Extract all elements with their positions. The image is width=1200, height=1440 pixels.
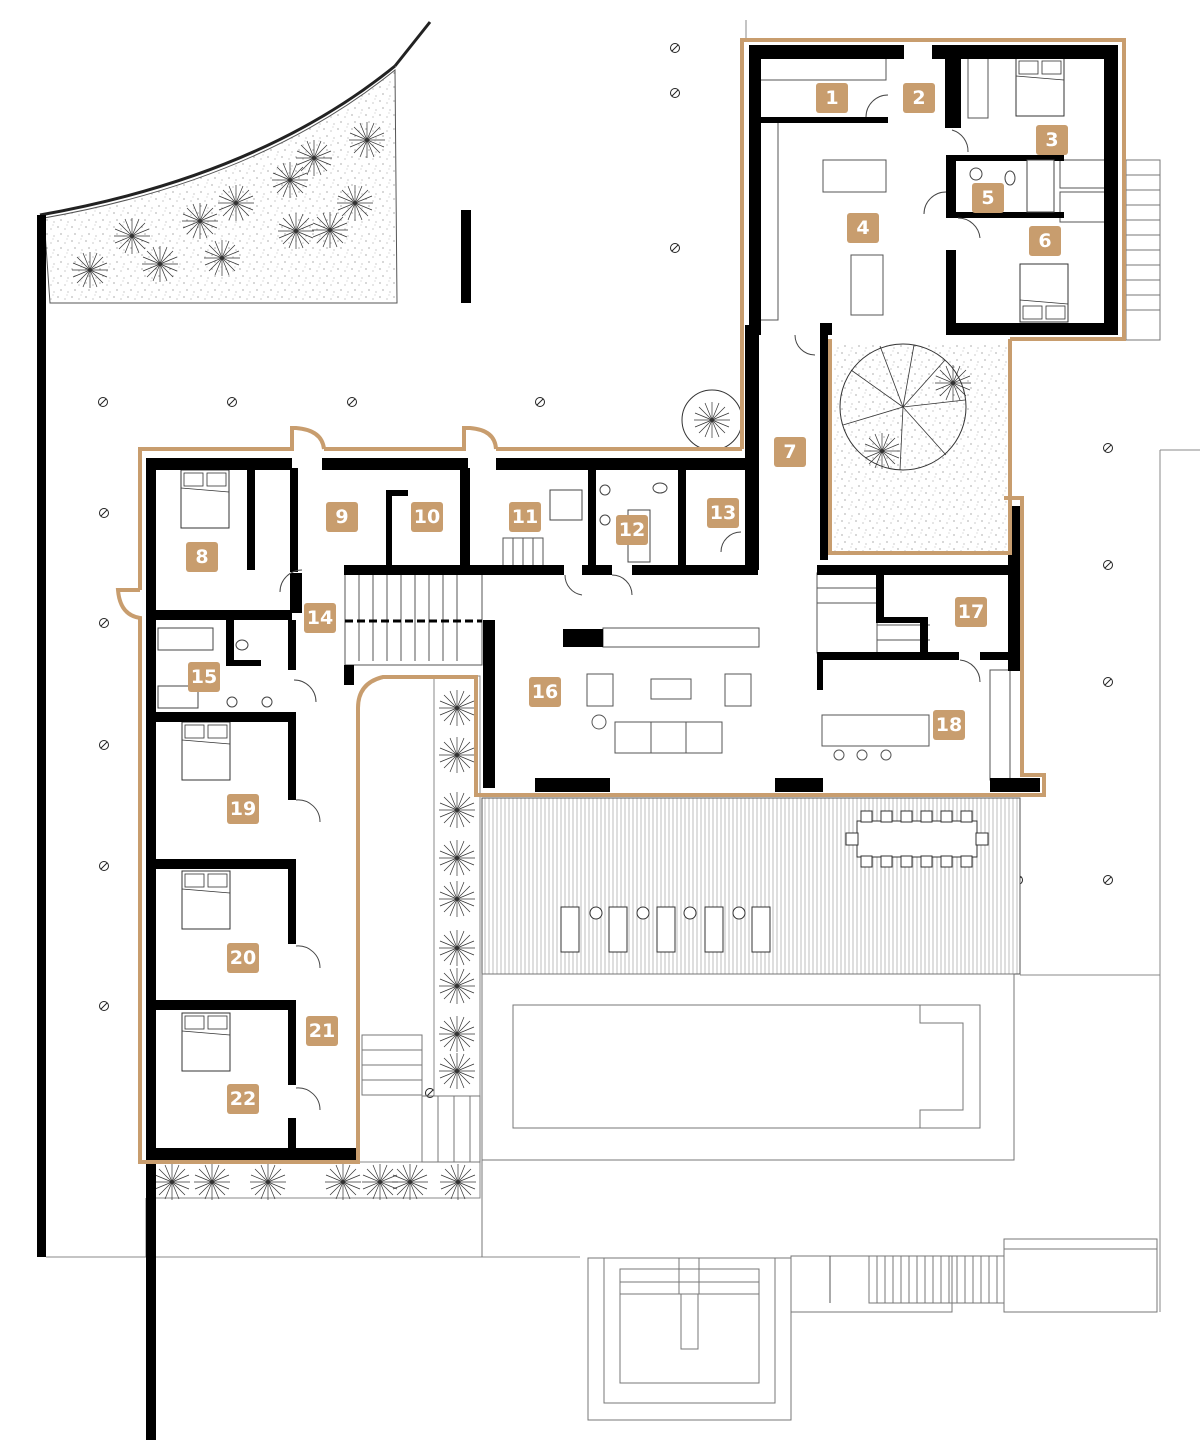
room-badge-5: 5 bbox=[972, 183, 1004, 213]
free-standing-wall bbox=[461, 210, 471, 303]
room-badge-17: 17 bbox=[955, 597, 987, 627]
room-badge-14: 14 bbox=[304, 603, 336, 633]
room-badge-22: 22 bbox=[227, 1084, 259, 1114]
spiral-stair bbox=[681, 389, 743, 451]
lower-pool-structure bbox=[587, 1238, 1158, 1421]
room-badge-16: 16 bbox=[529, 677, 561, 707]
room-badge-7: 7 bbox=[774, 437, 806, 467]
planter-strip bbox=[433, 675, 481, 1097]
sun-loungers bbox=[560, 906, 771, 953]
building-outline bbox=[115, 38, 1126, 1164]
courtyard bbox=[830, 343, 1008, 553]
site-boundary bbox=[37, 20, 1200, 1312]
outdoor-dining-table bbox=[845, 810, 989, 868]
room-badge-2: 2 bbox=[903, 83, 935, 113]
room-badge-21: 21 bbox=[306, 1016, 338, 1046]
room-badge-8: 8 bbox=[186, 542, 218, 572]
room-badge-10: 10 bbox=[411, 502, 443, 532]
garden-bed-top-left bbox=[39, 21, 432, 304]
planter-bottom bbox=[147, 1161, 481, 1201]
external-stair-right bbox=[1125, 159, 1161, 341]
room-badge-18: 18 bbox=[933, 710, 965, 740]
swimming-pool bbox=[481, 973, 1015, 1161]
room-badge-15: 15 bbox=[188, 662, 220, 692]
garden-steps bbox=[145, 1034, 483, 1257]
room-badge-1: 1 bbox=[816, 83, 848, 113]
walls bbox=[146, 45, 1118, 1440]
room-badge-3: 3 bbox=[1036, 125, 1068, 155]
room-badge-4: 4 bbox=[847, 213, 879, 243]
room-badge-19: 19 bbox=[227, 794, 259, 824]
room-badge-12: 12 bbox=[616, 515, 648, 545]
room-badge-9: 9 bbox=[326, 502, 358, 532]
interior-lines bbox=[344, 57, 1107, 781]
room-badge-20: 20 bbox=[227, 943, 259, 973]
room-badge-11: 11 bbox=[509, 502, 541, 532]
room-badge-13: 13 bbox=[707, 498, 739, 528]
room-badge-6: 6 bbox=[1029, 226, 1061, 256]
doors bbox=[279, 94, 981, 1111]
